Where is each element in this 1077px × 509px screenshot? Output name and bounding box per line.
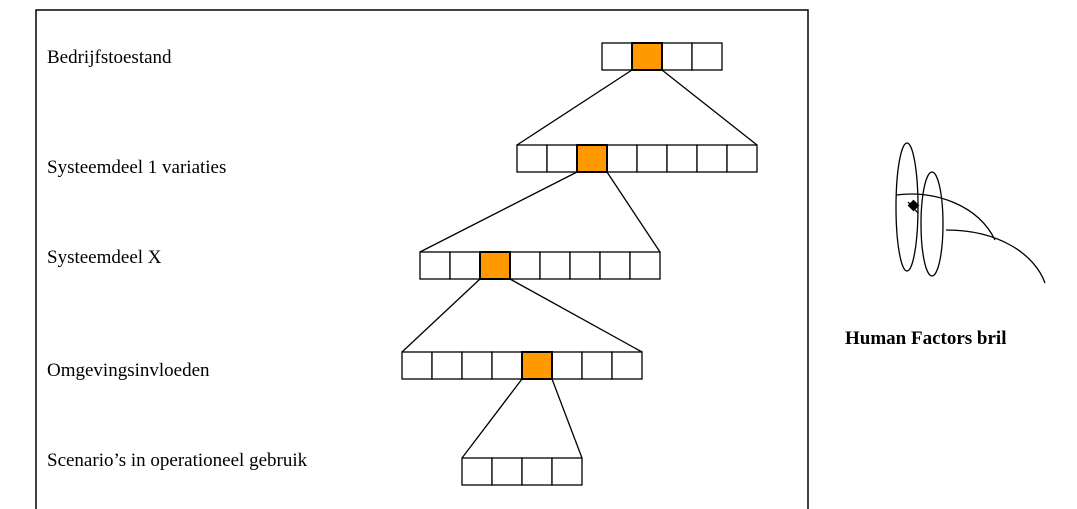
glasses-icon [895, 142, 1046, 284]
level-4-cell [461, 351, 493, 380]
level-5-cell [491, 457, 523, 486]
level-label-systeemdeel-x: Systeemdeel X [47, 247, 162, 268]
connector-2-left [419, 171, 578, 253]
connector-3-right [509, 278, 643, 353]
level-3-highlight-cell [479, 251, 511, 280]
connector-4-right [551, 378, 583, 459]
level-2-cell [636, 144, 668, 173]
level-4-cell [491, 351, 523, 380]
level-label-omgevingsinvloeden: Omgevingsinvloeden [47, 360, 210, 381]
levels-group [401, 42, 758, 486]
connector-4-left [461, 378, 523, 459]
glasses-lens-back [895, 142, 919, 272]
level-1-highlight-cell [631, 42, 663, 71]
glasses-temple-front [945, 229, 1046, 284]
level-2-highlight-cell [576, 144, 608, 173]
level-label-systeemdeel-1-variaties: Systeemdeel 1 variaties [47, 157, 227, 178]
level-3-cell [569, 251, 601, 280]
glasses-lens-front [920, 171, 944, 277]
level-5-cell [551, 457, 583, 486]
level-2-cell [516, 144, 548, 173]
level-2-cell [726, 144, 758, 173]
level-2-cell [696, 144, 728, 173]
level-3-cell [599, 251, 631, 280]
level-1-cell [601, 42, 633, 71]
level-3-cell [449, 251, 481, 280]
glasses-temple-back [895, 193, 996, 241]
level-4-cell [401, 351, 433, 380]
level-3-cell [539, 251, 571, 280]
level-1-cell [691, 42, 723, 71]
level-2-cell [666, 144, 698, 173]
glasses-hinge [907, 199, 920, 212]
glasses-caption: Human Factors bril [845, 328, 1007, 349]
level-label-scenarios: Scenario’s in operationeel gebruik [47, 450, 308, 471]
level-4-highlight-cell [521, 351, 553, 380]
level-1-cell [661, 42, 693, 71]
level-label-bedrijfstoestand: Bedrijfstoestand [47, 47, 172, 68]
level-3-cell [629, 251, 661, 280]
level-5-cell [461, 457, 493, 486]
level-3-cell [509, 251, 541, 280]
connector-1-right [661, 69, 758, 146]
level-4-cell [431, 351, 463, 380]
level-2-cell [546, 144, 578, 173]
diagram-frame [35, 9, 809, 509]
level-4-cell [611, 351, 643, 380]
level-4-cell [581, 351, 613, 380]
connector-3-left [401, 278, 481, 353]
level-2-cell [606, 144, 638, 173]
level-5-cell [521, 457, 553, 486]
connectors-group [401, 69, 758, 459]
connector-1-left [516, 69, 633, 146]
connector-2-right [606, 171, 661, 253]
level-3-cell [419, 251, 451, 280]
level-4-cell [551, 351, 583, 380]
